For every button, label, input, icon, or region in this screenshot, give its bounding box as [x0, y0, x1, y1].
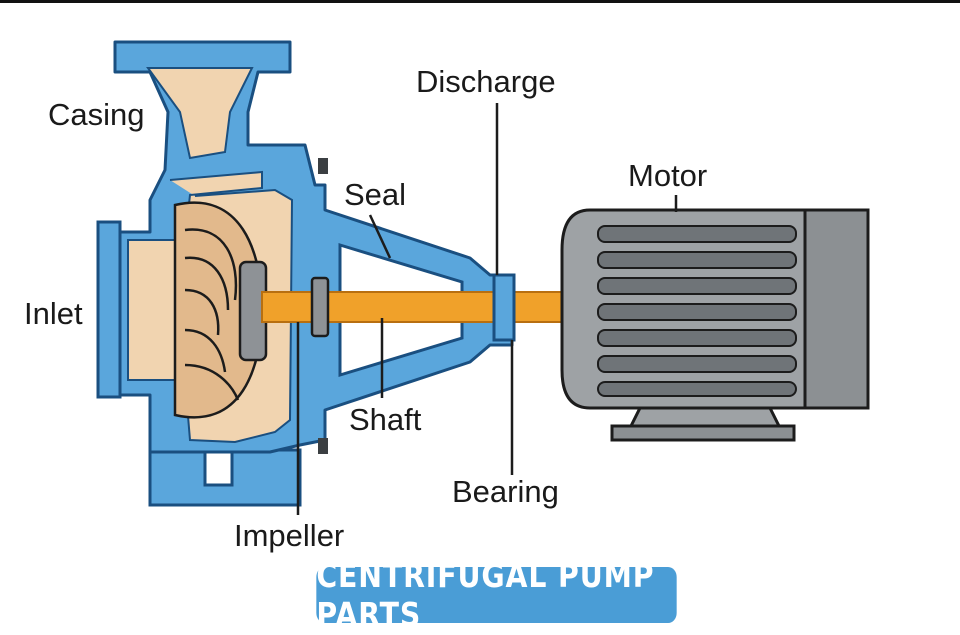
inlet-flange [96, 220, 122, 399]
label-shaft: Shaft [349, 402, 422, 437]
top-border [0, 0, 960, 3]
seal [310, 276, 330, 338]
bolt [318, 438, 328, 454]
label-impeller: Impeller [234, 518, 345, 553]
bolt [318, 158, 328, 174]
label-inlet: Inlet [24, 296, 83, 331]
label-discharge: Discharge [416, 64, 556, 99]
label-bearing: Bearing [452, 474, 559, 509]
label-motor: Motor [628, 158, 708, 193]
label-seal: Seal [344, 177, 407, 212]
bearing [492, 273, 516, 342]
motor [560, 208, 870, 442]
shaft [261, 291, 573, 323]
title-badge: CENTRIFUGAL PUMP PARTS [316, 556, 677, 634]
leader-seal [368, 214, 392, 259]
discharge-passage [146, 67, 254, 160]
label-casing: Casing [48, 97, 145, 132]
pump-base [148, 448, 302, 507]
